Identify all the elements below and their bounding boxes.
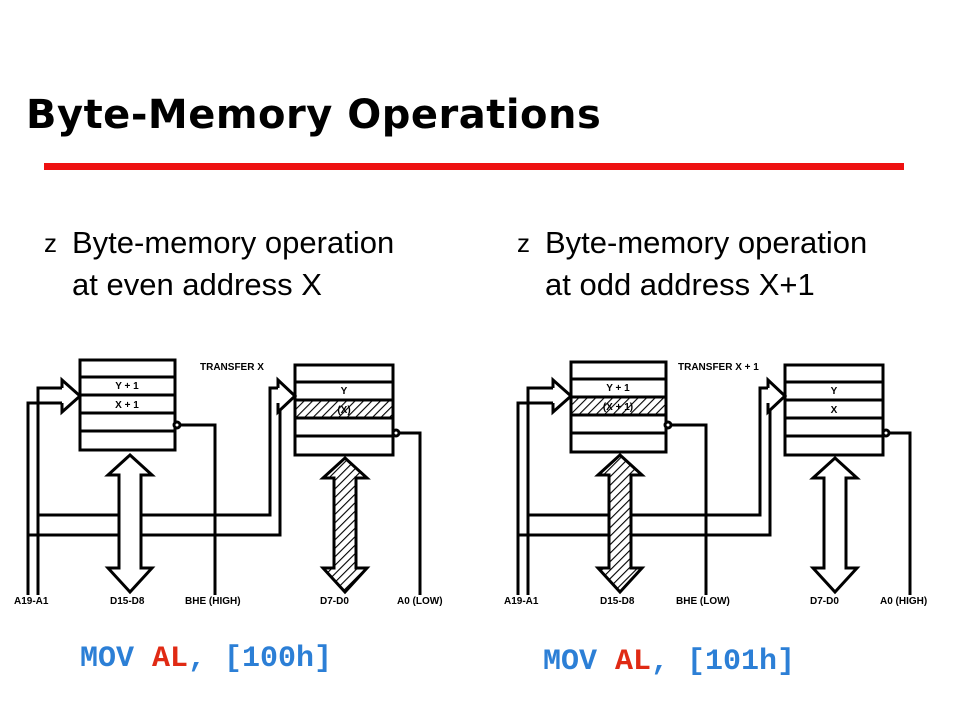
- right-high-data-arrow: [594, 452, 646, 595]
- left-code-register: AL: [152, 642, 189, 676]
- right-code-operand: , [101h]: [651, 645, 796, 679]
- right-diagram: [516, 360, 912, 595]
- right-bullet-line2: at odd address X+1: [545, 267, 815, 302]
- left-label-high-bus: D15-D8: [110, 596, 145, 607]
- right-label-high-bus: D15-D8: [600, 596, 635, 607]
- title-underline: [44, 163, 904, 170]
- right-label-low-bus: D7-D0: [810, 596, 839, 607]
- left-transfer-label: TRANSFER X: [200, 362, 264, 373]
- left-odd-bank: [78, 358, 177, 452]
- left-even-row-1: Y: [341, 386, 348, 397]
- right-odd-row-1: Y + 1: [606, 383, 630, 394]
- bullet-marker-icon: z: [517, 228, 530, 258]
- left-even-row-2: (X): [337, 405, 350, 416]
- right-bullet: z Byte-memory operation at odd address X…: [517, 222, 868, 306]
- left-label-a0: A0 (LOW): [397, 596, 443, 607]
- left-label-bhe: BHE (HIGH): [185, 596, 241, 607]
- bullet-marker-icon: z: [44, 228, 57, 258]
- left-odd-row-1: Y + 1: [115, 381, 139, 392]
- left-code-operand: , [100h]: [188, 642, 333, 676]
- left-bullet-line2: at even address X: [72, 267, 322, 302]
- left-diagram-labels: TRANSFER X Y + 1 X + 1 Y (X) A19-A1 D15-…: [14, 362, 443, 607]
- left-high-data-arrow: [104, 452, 156, 595]
- right-odd-row-2: (X + 1): [603, 402, 633, 413]
- right-even-row-2: X: [831, 405, 838, 416]
- left-code-example: MOV AL, [100h]: [80, 642, 332, 676]
- right-diagram-labels: TRANSFER X + 1 Y + 1 (X + 1) Y X A19-A1 …: [504, 362, 927, 607]
- right-label-a0: A0 (HIGH): [880, 596, 927, 607]
- left-code-mnemonic: MOV: [80, 642, 153, 676]
- right-code-mnemonic: MOV: [543, 645, 616, 679]
- left-bullet: z Byte-memory operation at even address …: [44, 222, 395, 306]
- left-bullet-line1: Byte-memory operation: [72, 225, 395, 260]
- left-low-data-arrow: [319, 455, 371, 595]
- right-transfer-label: TRANSFER X + 1: [678, 362, 759, 373]
- right-bullet-line1: Byte-memory operation: [545, 225, 868, 260]
- right-even-row-1: Y: [831, 386, 838, 397]
- right-code-register: AL: [615, 645, 652, 679]
- right-low-data-arrow: [809, 455, 861, 595]
- right-code-example: MOV AL, [101h]: [543, 645, 795, 679]
- right-label-bhe: BHE (LOW): [676, 596, 730, 607]
- right-label-addr: A19-A1: [504, 596, 539, 607]
- left-label-addr: A19-A1: [14, 596, 49, 607]
- left-label-low-bus: D7-D0: [320, 596, 349, 607]
- slide-title: Byte-Memory Operations: [26, 92, 602, 138]
- left-odd-row-2: X + 1: [115, 400, 139, 411]
- left-diagram: [26, 358, 422, 595]
- right-even-bank: [783, 363, 885, 457]
